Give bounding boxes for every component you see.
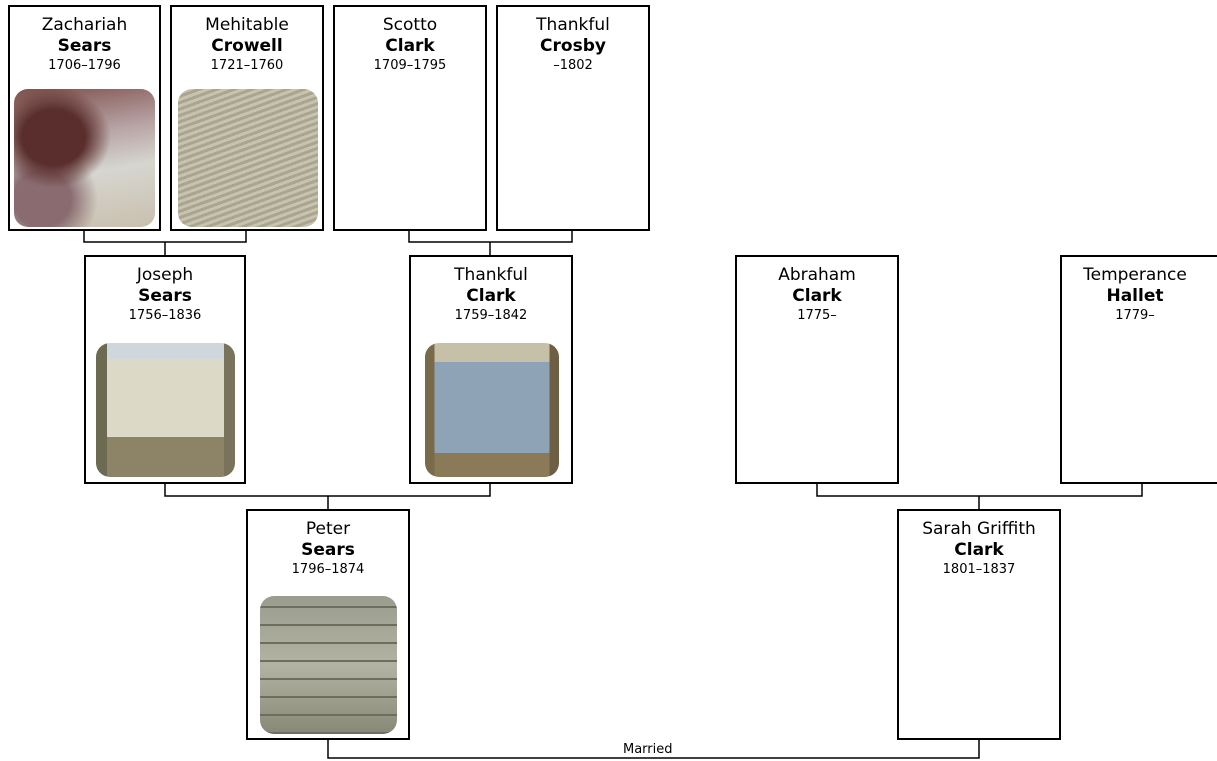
first-name: Temperance [1083, 265, 1187, 285]
life-years: 1709–1795 [373, 58, 447, 73]
person-temperance-hallet[interactable]: Temperance Hallet 1779– [1060, 255, 1217, 484]
person-zachariah-sears[interactable]: Zachariah Sears 1706–1796 [8, 5, 161, 231]
gravestone-photo[interactable] [14, 89, 155, 227]
last-name: Hallet [1106, 286, 1164, 306]
first-name: Scotto [382, 15, 438, 35]
last-name: Clark [954, 540, 1004, 560]
last-name: Clark [792, 286, 842, 306]
life-years: 1721–1760 [210, 58, 284, 73]
person-abraham-clark[interactable]: Abraham Clark 1775– [735, 255, 899, 484]
life-years: 1801–1837 [942, 562, 1016, 577]
first-name: Sarah Griffith [922, 519, 1036, 539]
first-name: Joseph [136, 265, 194, 285]
person-thankful-clark[interactable]: Thankful Clark 1759–1842 [409, 255, 573, 484]
person-peter-sears[interactable]: Peter Sears 1796–1874 [246, 509, 410, 740]
last-name: Crowell [211, 36, 283, 56]
life-years: 1779– [1115, 308, 1155, 323]
person-scotto-clark[interactable]: Scotto Clark 1709–1795 [333, 5, 487, 231]
last-name: Clark [466, 286, 516, 306]
life-years: 1775– [797, 308, 837, 323]
first-name: Abraham [778, 265, 856, 285]
first-name: Peter [305, 519, 351, 539]
last-name: Crosby [540, 36, 606, 56]
last-name: Sears [138, 286, 192, 306]
person-joseph-sears[interactable]: Joseph Sears 1756–1836 [84, 255, 246, 484]
first-name: Thankful [454, 265, 528, 285]
life-years: –1802 [553, 58, 593, 73]
life-years: 1706–1796 [48, 58, 121, 73]
gravestone-photo[interactable] [425, 343, 559, 477]
last-name: Sears [57, 36, 112, 56]
life-years: 1796–1874 [291, 562, 365, 577]
person-mehitable-crowell[interactable]: Mehitable Crowell 1721–1760 [170, 5, 324, 231]
married-label: Married [622, 742, 674, 757]
last-name: Clark [385, 36, 435, 56]
last-name: Sears [301, 540, 355, 560]
life-years: 1756–1836 [128, 308, 202, 323]
gravestone-photo[interactable] [260, 596, 397, 734]
first-name: Thankful [536, 15, 610, 35]
first-name: Zachariah [41, 15, 128, 35]
gravestone-photo[interactable] [96, 343, 235, 477]
first-name: Mehitable [205, 15, 289, 35]
person-sarah-griffith-clark[interactable]: Sarah Griffith Clark 1801–1837 [897, 509, 1061, 740]
gravestone-photo[interactable] [178, 89, 318, 227]
person-thankful-crosby[interactable]: Thankful Crosby –1802 [496, 5, 650, 231]
life-years: 1759–1842 [454, 308, 528, 323]
